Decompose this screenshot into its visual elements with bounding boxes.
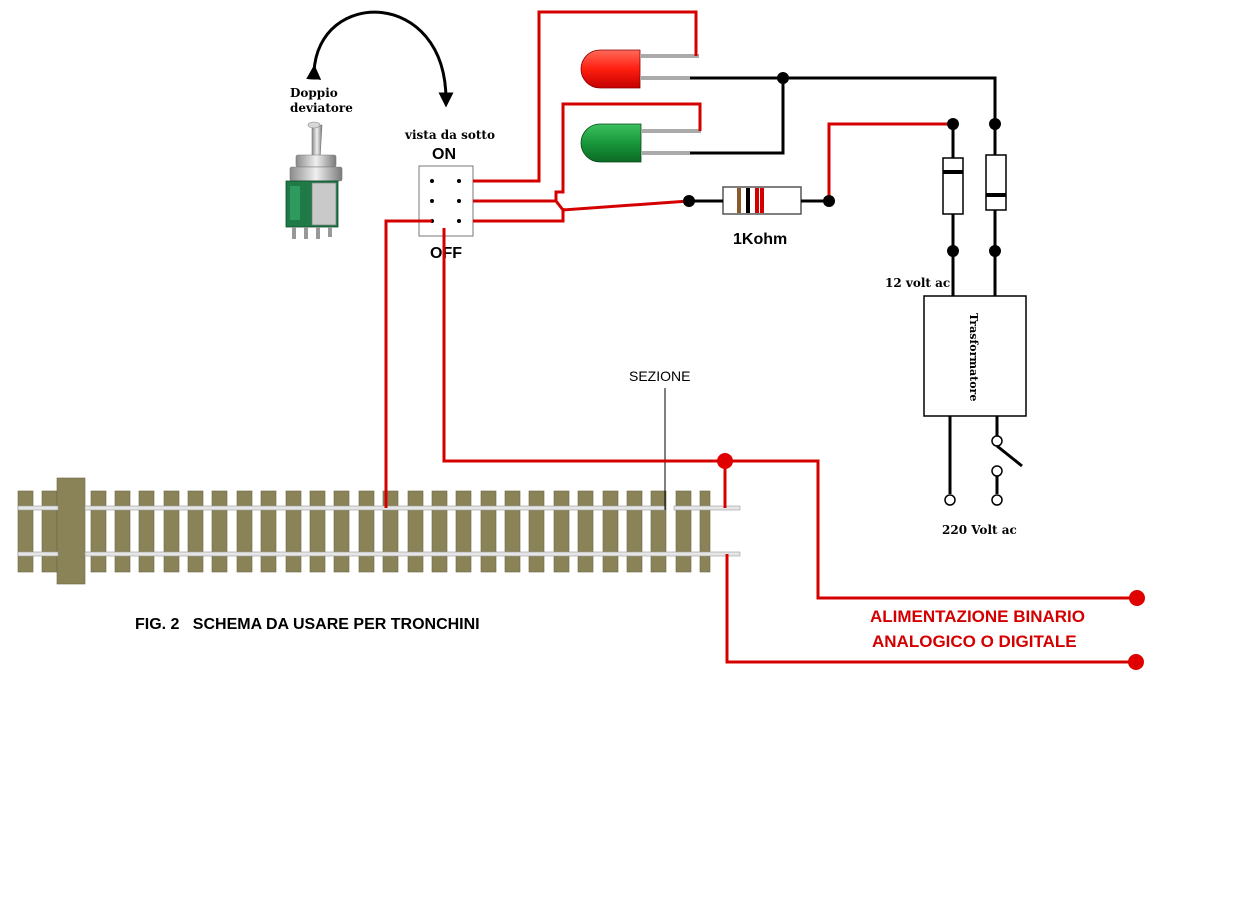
transformer-label: Trasformatore: [967, 313, 980, 401]
junction-dots-red: [717, 453, 1145, 670]
transformer-box: [923, 295, 1027, 417]
sleepers: [17, 490, 711, 573]
resistor: [722, 186, 802, 215]
track: [17, 477, 741, 585]
toggle-name-line2: deviatore: [290, 101, 353, 115]
figure-caption: FIG. 2 SCHEMA DA USARE PER TRONCHINI: [135, 616, 480, 633]
section-label: SEZIONE: [629, 368, 690, 384]
power-supply-line1: ALIMENTAZIONE BINARIO: [870, 607, 1085, 626]
green-led: [580, 123, 701, 163]
switch-on-label: ON: [432, 146, 456, 163]
switch-body: [418, 165, 474, 237]
switch-view-label: vista da sotto: [404, 128, 495, 142]
junction-dots-black: [683, 72, 1001, 257]
black-wires: [689, 76, 1023, 494]
toggle-name-line1: Doppio: [290, 86, 338, 100]
power-supply-line2: ANALOGICO O DIGITALE: [872, 632, 1077, 651]
diode-left: [942, 157, 964, 215]
buffer-block: [56, 477, 86, 585]
red-wires: [384, 10, 1137, 664]
toggle-switch-picture: [285, 121, 343, 239]
flip-arrow: [306, 10, 454, 108]
resistor-label: 1Kohm: [733, 231, 787, 248]
red-led: [580, 49, 699, 89]
mains-label: 220 Volt ac: [942, 523, 1017, 537]
diode-right: [985, 154, 1007, 211]
transformer-output-label: 12 volt ac: [885, 276, 950, 290]
switch-off-label: OFF: [430, 245, 462, 262]
mains-terminals: [944, 435, 1003, 506]
